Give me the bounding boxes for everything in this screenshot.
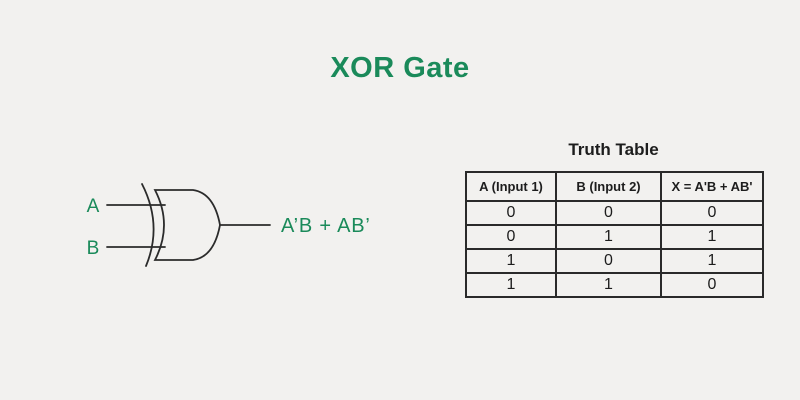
truth-table-header-row: A (Input 1) B (Input 2) X = A'B + AB'	[465, 171, 764, 202]
cell-a: 1	[465, 248, 557, 274]
cell-b: 1	[555, 224, 662, 250]
header-input-b: B (Input 2)	[555, 171, 662, 202]
header-input-a: A (Input 1)	[465, 171, 557, 202]
input-a-label: A	[87, 196, 100, 217]
cell-a: 0	[465, 224, 557, 250]
cell-a: 1	[465, 272, 557, 298]
truth-table: A (Input 1) B (Input 2) X = A'B + AB' 0 …	[465, 171, 764, 298]
page-title: XOR Gate	[330, 52, 470, 84]
table-row: 0 0 0	[465, 200, 764, 226]
cell-b: 1	[555, 272, 662, 298]
output-expression-label: A’B + AB’	[281, 215, 371, 237]
xor-gate-diagram: A B A’B + AB’	[87, 183, 371, 267]
cell-b: 0	[555, 248, 662, 274]
xor-extra-arc	[141, 183, 155, 267]
cell-a: 0	[465, 200, 557, 226]
table-row: 0 1 1	[465, 224, 764, 250]
cell-x: 1	[660, 248, 764, 274]
cell-x: 1	[660, 224, 764, 250]
gate-body	[153, 189, 221, 261]
header-output-x: X = A'B + AB'	[660, 171, 764, 202]
table-row: 1 0 1	[465, 248, 764, 274]
cell-x: 0	[660, 272, 764, 298]
cell-x: 0	[660, 200, 764, 226]
input-b-label: B	[87, 238, 100, 259]
table-row: 1 1 0	[465, 272, 764, 298]
truth-table-title: Truth Table	[568, 140, 659, 159]
cell-b: 0	[555, 200, 662, 226]
